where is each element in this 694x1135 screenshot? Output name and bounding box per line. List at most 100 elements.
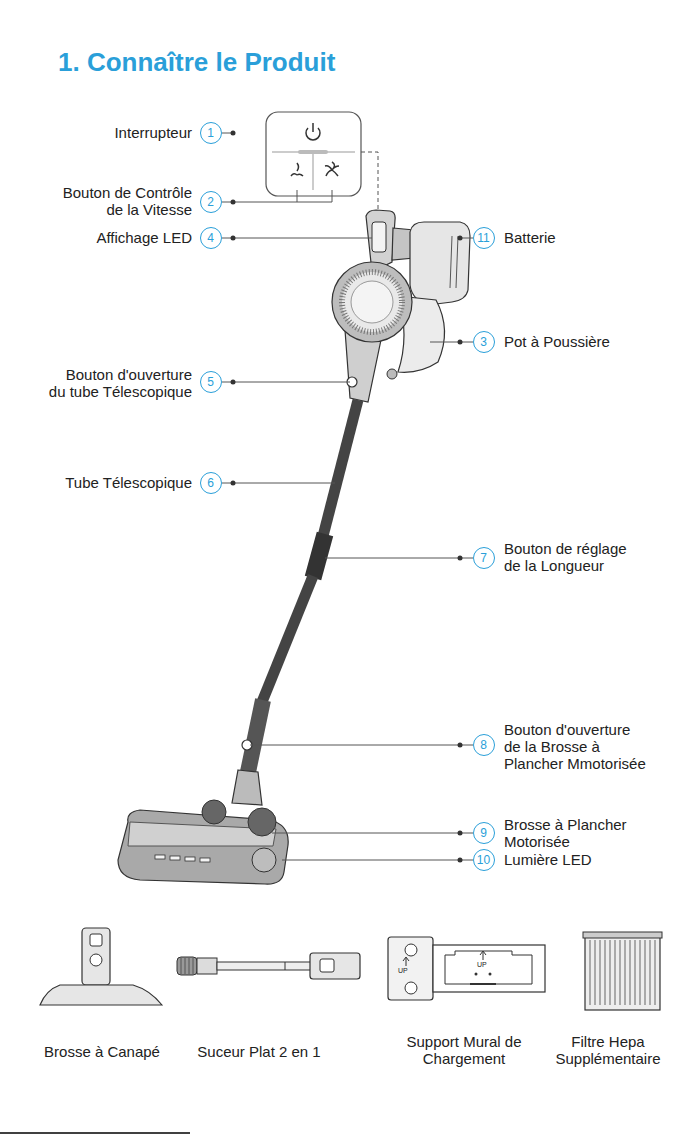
- callout-number: 6: [207, 477, 214, 489]
- brush-hinge: [232, 770, 262, 805]
- mount-outline: [445, 951, 532, 984]
- callout-number: 7: [480, 552, 487, 564]
- callout-number: 9: [480, 827, 487, 839]
- callout-number: 4: [207, 232, 214, 244]
- crevice-ring: [285, 962, 286, 970]
- mount-slot: [470, 983, 496, 985]
- dashed-leader: [361, 152, 378, 215]
- sofa-brush-head: [40, 985, 162, 1005]
- leader-dot: [458, 743, 463, 748]
- leader-line: [222, 238, 372, 239]
- accessory-name: Filtre Hepa Supplémentaire: [538, 1033, 678, 1067]
- callout-number: 8: [480, 739, 487, 751]
- leader-line: [222, 483, 335, 484]
- leader-dot: [231, 380, 236, 385]
- mount-dot: [489, 973, 492, 976]
- crevice-tube: [217, 962, 312, 970]
- wall-mount-body: [388, 937, 433, 1000]
- callout-circle: 7: [473, 547, 495, 569]
- mount-screw-hole: [405, 982, 417, 994]
- leader-line: [272, 833, 473, 834]
- mount-screw-hole: [405, 944, 417, 956]
- up-arrow: [480, 951, 486, 960]
- callout-circle: 1: [200, 122, 222, 144]
- callout-number: 10: [477, 854, 490, 866]
- part-name: Batterie: [504, 229, 624, 246]
- crevice-bristles: [177, 957, 197, 975]
- lower-tube: [262, 576, 313, 702]
- accessory-name: Brosse à Canapé: [22, 1043, 182, 1060]
- tube-sleeve: [313, 534, 325, 578]
- brush-end-cap: [252, 848, 276, 872]
- leader-dot: [231, 236, 236, 241]
- leader-line: [325, 558, 473, 559]
- leader-dot: [458, 858, 463, 863]
- led-light: [170, 856, 180, 860]
- callout-circle: 9: [473, 822, 495, 844]
- leader-line: [430, 342, 473, 343]
- part-name: Brosse à Plancher Motorisée: [504, 816, 650, 850]
- leader-line: [282, 860, 473, 861]
- callout-circle: 10: [473, 849, 495, 871]
- leader-line: [250, 745, 473, 746]
- part-name: Interrupteur: [72, 124, 192, 141]
- leader-dot: [458, 556, 463, 561]
- sofa-brush-neck: [82, 928, 110, 985]
- part-name: Bouton de Contrôle de la Vitesse: [46, 184, 192, 218]
- callout-number: 11: [477, 232, 489, 244]
- part-name: Bouton d'ouverture de la Brosse à Planch…: [504, 721, 650, 772]
- leader-line: [222, 190, 332, 202]
- sofa-brush-button: [90, 954, 102, 966]
- part-name: Bouton d'ouverture du tube Télescopique: [46, 366, 192, 400]
- callout-circle: 2: [200, 191, 222, 213]
- leader-dot: [458, 236, 463, 241]
- pot-latch: [387, 369, 397, 379]
- panel-divider: [313, 154, 314, 190]
- fan-icon-low: [291, 163, 303, 176]
- led-display: [372, 222, 386, 252]
- mount-marking: UP: [477, 961, 497, 969]
- battery: [410, 222, 470, 305]
- crevice-collar: [197, 958, 217, 974]
- leader-dot: [458, 831, 463, 836]
- accessory-name: Support Mural de Chargement: [389, 1033, 539, 1067]
- leader-line: [222, 382, 350, 383]
- battery-slot: [456, 236, 458, 288]
- led-light: [200, 858, 210, 862]
- led-light: [155, 855, 165, 859]
- callout-number: 2: [207, 196, 214, 208]
- wall-mount-plate: [433, 945, 545, 992]
- motor-grille: [342, 272, 402, 332]
- callout-number: 5: [207, 376, 214, 388]
- led-light: [185, 857, 195, 861]
- part-name: Lumière LED: [504, 851, 644, 868]
- callout-circle: 5: [200, 371, 222, 393]
- control-panel: [266, 112, 361, 196]
- hepa-filter: [585, 935, 660, 1010]
- callout-number: 3: [480, 336, 487, 348]
- callout-circle: 8: [473, 734, 495, 756]
- filter-pleats: [590, 940, 655, 1005]
- mount-dot: [475, 973, 478, 976]
- callout-circle: 3: [473, 331, 495, 353]
- filter-cap: [583, 932, 662, 938]
- accessory-name: Suceur Plat 2 en 1: [179, 1043, 339, 1060]
- crevice-window: [320, 959, 334, 972]
- page-title: 1. Connaître le Produit: [58, 47, 335, 78]
- leader-dot: [231, 131, 236, 136]
- part-name: Pot à Poussière: [504, 333, 644, 350]
- mount-marking: UP: [398, 967, 418, 975]
- part-name: Affichage LED: [72, 229, 192, 246]
- part-name: Bouton de réglage de la Longueur: [504, 540, 644, 574]
- sofa-brush-window: [90, 934, 102, 946]
- panel-indicator: [298, 150, 328, 154]
- motor-cap: [351, 281, 393, 323]
- callout-circle: 6: [200, 472, 222, 494]
- leader-dot: [458, 340, 463, 345]
- motor-housing: [332, 262, 412, 342]
- callout-circle: 11: [473, 227, 495, 249]
- power-icon: [312, 123, 314, 132]
- leader-dot: [231, 481, 236, 486]
- page-rule: [0, 1132, 190, 1134]
- callout-number: 1: [207, 127, 214, 139]
